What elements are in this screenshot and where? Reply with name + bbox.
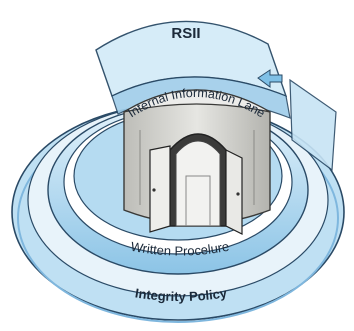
rsii-ribbon bbox=[95, 20, 337, 172]
middle-ring-label: Written Procelure bbox=[130, 239, 231, 259]
archway-door-icon bbox=[149, 133, 243, 235]
rsii-label: RSII bbox=[171, 25, 200, 42]
outer-ring-label-path: Integrity Policy bbox=[134, 285, 229, 304]
outer-ring-label: Integrity Policy bbox=[134, 285, 229, 304]
middle-ring-label-path: Written Procelure bbox=[130, 239, 231, 259]
arrow-icon bbox=[257, 69, 283, 88]
